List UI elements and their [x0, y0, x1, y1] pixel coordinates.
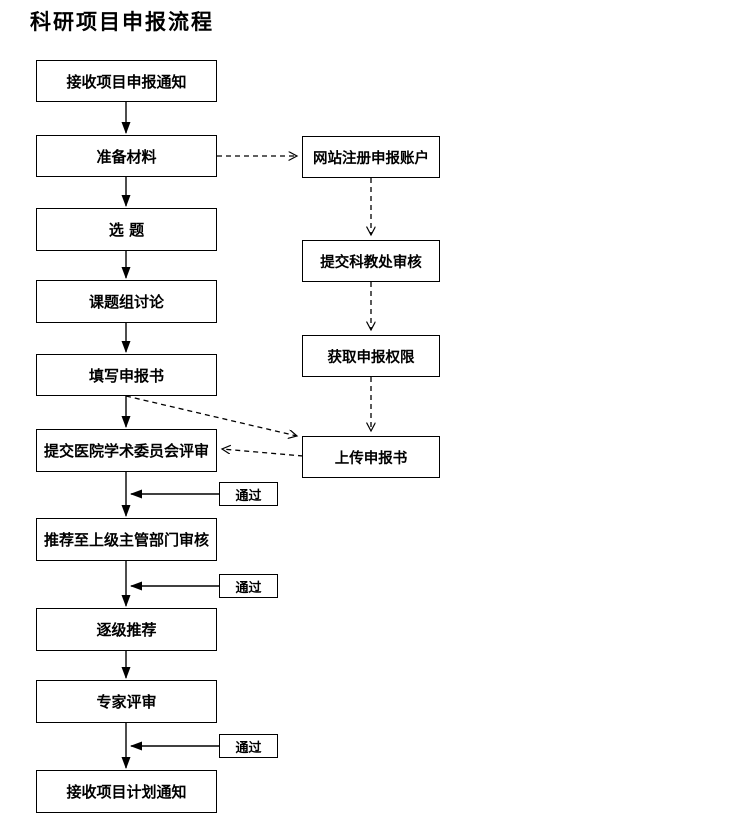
pass-label-expert: 通过: [219, 734, 278, 758]
step-prepare-materials: 准备材料: [36, 135, 217, 177]
step-recommend-superior-review: 推荐至上级主管部门审核: [36, 518, 217, 561]
step-upload-application-form: 上传申报书: [302, 436, 440, 478]
step-select-topic: 选 题: [36, 208, 217, 251]
step-website-register-account: 网站注册申报账户: [302, 136, 440, 178]
step-hospital-committee-review: 提交医院学术委员会评审: [36, 429, 217, 472]
pass-label-committee: 通过: [219, 482, 278, 506]
step-submit-science-dept-review: 提交科教处审核: [302, 240, 440, 282]
step-receive-plan-notice: 接收项目计划通知: [36, 770, 217, 813]
step-receive-application-notice: 接收项目申报通知: [36, 60, 217, 102]
step-group-discussion: 课题组讨论: [36, 280, 217, 323]
step-obtain-application-rights: 获取申报权限: [302, 335, 440, 377]
step-fill-application-form: 填写申报书: [36, 354, 217, 396]
page-title: 科研项目申报流程: [30, 10, 214, 34]
step-level-by-level-recommend: 逐级推荐: [36, 608, 217, 651]
pass-label-superior: 通过: [219, 574, 278, 598]
step-expert-review: 专家评审: [36, 680, 217, 723]
